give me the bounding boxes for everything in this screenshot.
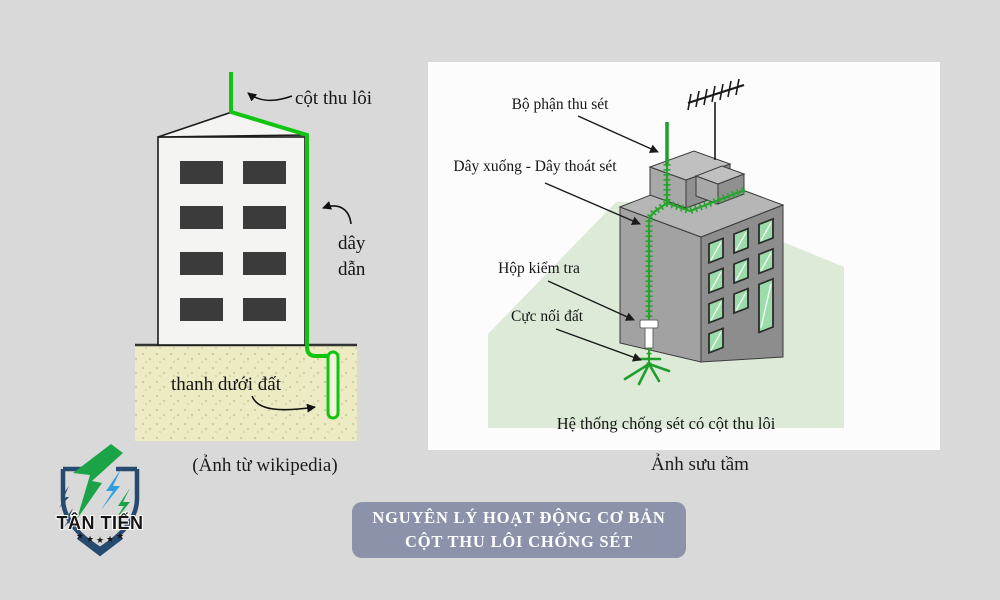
- penthouse-small: [694, 165, 746, 205]
- green-windows: [708, 217, 774, 355]
- label-down-conductor: Dây xuống - Dây thoát sét: [453, 158, 617, 175]
- lightning-bolt-icon: [101, 469, 121, 510]
- star-icon: ★: [116, 531, 124, 541]
- star-icon: ★: [86, 534, 94, 544]
- label-wire-1: dây: [338, 233, 366, 254]
- window: [243, 161, 286, 184]
- right-figure-credit: Ảnh sưu tầm: [651, 454, 749, 475]
- right-figure-panel: Bộ phận thu sét Dây xuống - Dây thoát sé…: [428, 62, 940, 450]
- tv-antenna-icon: [687, 78, 745, 160]
- title-banner: NGUYÊN LÝ HOẠT ĐỘNG CƠ BẢN CỘT THU LÔI C…: [352, 502, 686, 558]
- lightning-bolt-icon: [114, 488, 130, 522]
- building-roof: [157, 111, 306, 138]
- window: [243, 252, 286, 275]
- window: [243, 298, 286, 321]
- test-box: [639, 319, 659, 349]
- label-air-terminal: Bộ phận thu sét: [512, 96, 610, 113]
- lightning-bolt-icon: [59, 486, 69, 508]
- shield-chevron: [76, 533, 124, 557]
- arrow-to-rod: [247, 92, 293, 102]
- label-rod: cột thu lôi: [295, 88, 372, 109]
- arrow-to-ground-electrode: [555, 328, 642, 362]
- window: [180, 161, 223, 184]
- right-lightning-system-diagram: Bộ phận thu sét Dây xuống - Dây thoát sé…: [453, 78, 844, 433]
- tan-tien-logo: TÂN TIẾN ★ ★ ★ ★ ★: [56, 444, 144, 557]
- left-lightning-rod-diagram: cột thu lôi dây dẫn thanh dưới đất: [135, 72, 372, 441]
- label-ground-electrode: Cực nối đất: [511, 308, 584, 325]
- buried-ground-rod: [326, 350, 340, 420]
- window: [180, 206, 223, 229]
- arrow-to-test-box: [547, 280, 635, 321]
- building-windows: [180, 161, 286, 321]
- star-icon: ★: [106, 534, 114, 544]
- arrow-to-wire: [322, 201, 352, 225]
- down-conductor-wire: [645, 164, 747, 364]
- soil-texture: [135, 345, 357, 441]
- title-line-1: NGUYÊN LÝ HOẠT ĐỘNG CƠ BẢN: [372, 508, 666, 528]
- brand-name: TÂN TIẾN: [57, 512, 144, 533]
- lightning-bolt-icon: [73, 444, 123, 519]
- arrow-to-down-conductor: [544, 182, 641, 225]
- window: [243, 206, 286, 229]
- arrow-to-air-terminal: [577, 115, 659, 153]
- star-row: ★ ★ ★ ★ ★: [76, 531, 124, 545]
- label-test-box: Hộp kiểm tra: [498, 260, 580, 277]
- arrow-to-ground-rod: [251, 395, 316, 413]
- down-conductor-wire: [230, 110, 329, 358]
- label-wire-2: dẫn: [338, 259, 366, 280]
- window: [180, 252, 223, 275]
- star-icon: ★: [96, 535, 104, 545]
- window: [180, 298, 223, 321]
- title-line-2: CỘT THU LÔI CHỐNG SÉT: [405, 532, 633, 551]
- right-figure-caption: Hệ thống chống sét có cột thu lôi: [557, 414, 776, 433]
- lightning-bolt-icon: [64, 508, 73, 527]
- label-ground-rod: thanh dưới đất: [171, 374, 282, 395]
- star-icon: ★: [76, 531, 84, 541]
- left-figure-caption: (Ảnh từ wikipedia): [192, 455, 338, 476]
